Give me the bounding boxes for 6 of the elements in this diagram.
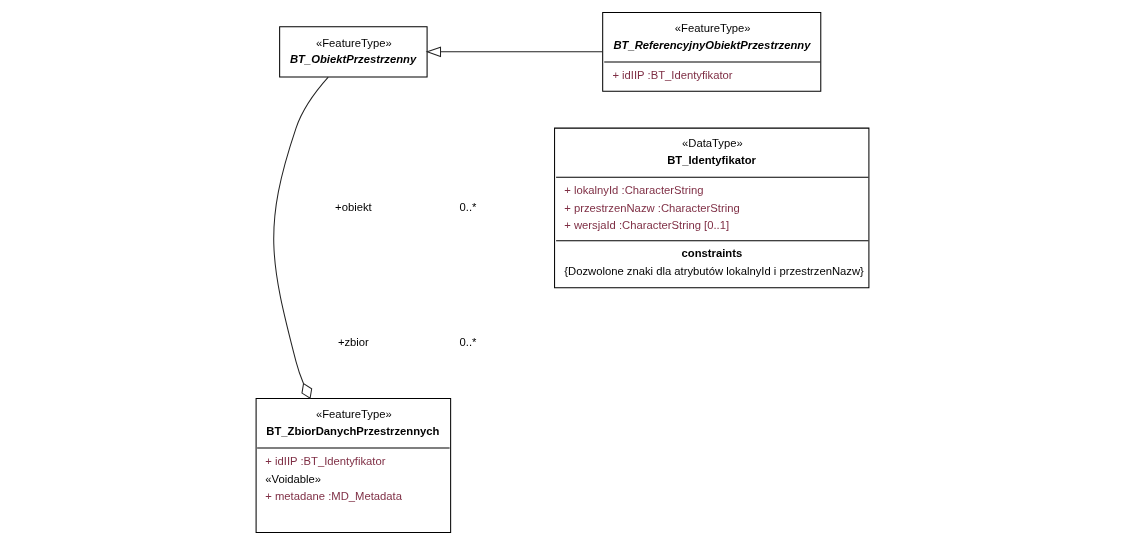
label: 0..* [459, 200, 476, 213]
label: 0..* [459, 336, 476, 349]
label: +zbior [337, 336, 369, 349]
label: +obiekt [334, 200, 372, 213]
connector [272, 76, 329, 399]
arrow [425, 46, 603, 58]
